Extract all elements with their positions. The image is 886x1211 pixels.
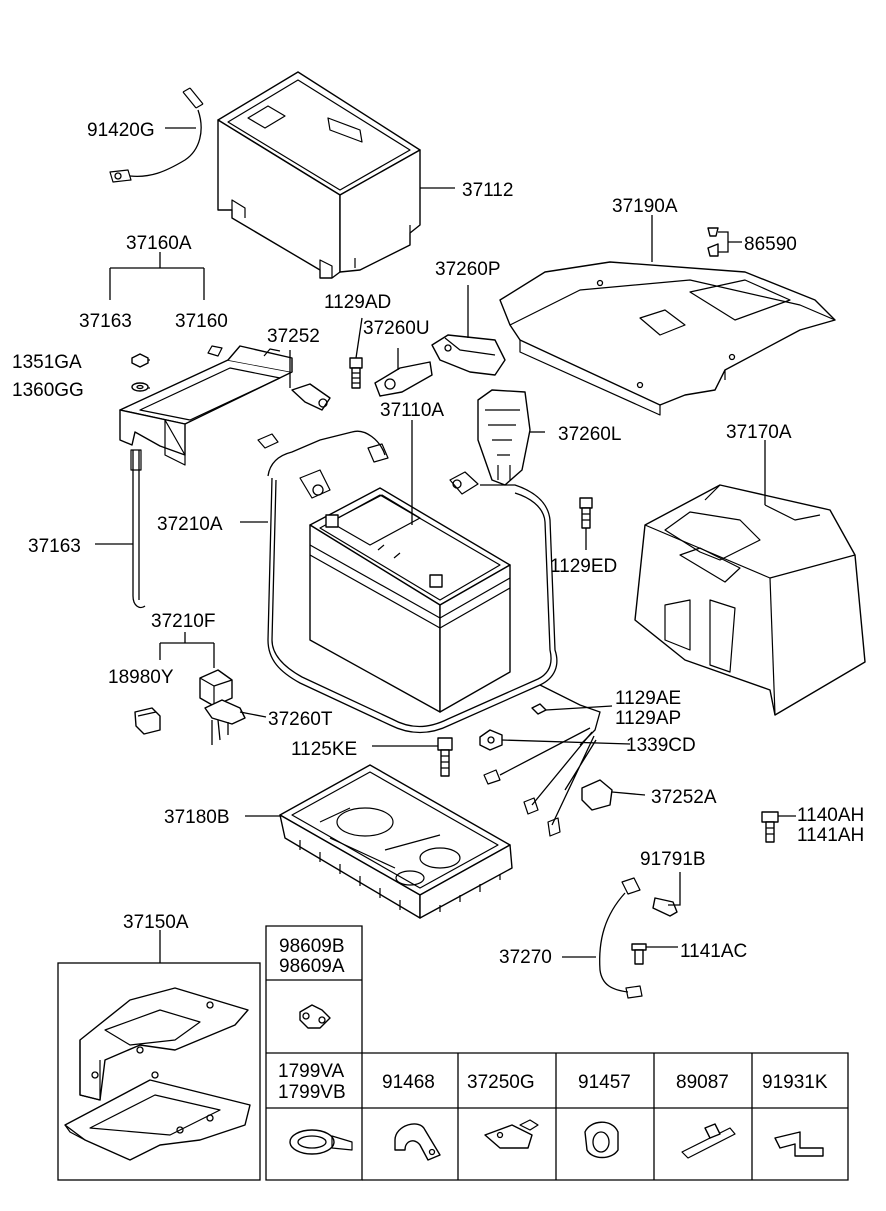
part-37163-hold-down-rod — [130, 449, 146, 609]
legend-labels: 98609B 98609A 1799VA 1799VB 91468 37250G… — [278, 936, 828, 1103]
part-18980Y-fuse — [134, 707, 161, 735]
part-37110A-battery — [309, 420, 511, 713]
legend-91457: 91457 — [578, 1072, 631, 1093]
part-1129ED-bolt — [579, 497, 593, 550]
label-37260P: 37260P — [435, 259, 501, 280]
tie-89087-icon — [681, 1123, 736, 1159]
part-91791B-bolt — [652, 872, 681, 917]
label-1129AD: 1129AD — [324, 292, 391, 313]
legend-91931K: 91931K — [762, 1072, 828, 1093]
part-37210A-wiring-harness — [240, 430, 601, 746]
part-1351GA-nut — [131, 353, 149, 368]
label-37210A: 37210A — [157, 514, 223, 535]
bracket-91931K-icon — [774, 1131, 824, 1157]
label-1125KE: 1125KE — [291, 739, 357, 760]
legend-89087: 89087 — [676, 1072, 729, 1093]
part-37270-ground-cable — [562, 877, 643, 999]
part-wire-leads — [483, 727, 597, 837]
part-37112-battery-cover — [217, 71, 421, 279]
clamp-91468-icon — [394, 1123, 441, 1161]
part-1141AC-bolt — [631, 943, 678, 965]
label-37170A: 37170A — [726, 422, 792, 443]
part-1339CD-nut — [479, 729, 631, 751]
part-37252-terminal — [291, 383, 331, 411]
part-37260P-terminal-cover — [431, 285, 506, 376]
label-37150A: 37150A — [123, 912, 189, 933]
label-37252: 37252 — [267, 326, 320, 347]
label-1141AH: 1141AH — [797, 825, 864, 846]
part-37180B-battery-tray — [245, 764, 513, 919]
label-1351GA: 1351GA — [12, 352, 82, 373]
label-37112: 37112 — [462, 180, 513, 201]
label-37160: 37160 — [175, 311, 228, 332]
label-37163-rod: 37163 — [28, 536, 81, 557]
legend-table — [265, 925, 849, 1181]
part-86590-clips — [707, 227, 742, 257]
label-1129AE: 1129AE — [615, 688, 681, 709]
legend-1799VA: 1799VA — [278, 1061, 345, 1082]
label-1129ED: 1129ED — [550, 556, 617, 577]
label-91420G: 91420G — [87, 120, 155, 141]
part-37252A-terminal-boot — [581, 779, 646, 811]
label-37270: 37270 — [499, 947, 552, 968]
part-37210F-relay-harness — [159, 632, 267, 745]
part-1360GG-washer — [131, 382, 149, 392]
legend-1799VB: 1799VB — [278, 1082, 346, 1103]
part-1129AE-screw — [531, 703, 613, 715]
clip-91457-icon — [584, 1121, 619, 1159]
label-18980Y: 18980Y — [108, 667, 174, 688]
clamp-1799VA-icon — [289, 1129, 353, 1155]
label-37252A: 37252A — [651, 787, 717, 808]
label-1140AH: 1140AH — [797, 805, 864, 826]
label-1360GG: 1360GG — [12, 380, 84, 401]
part-37160A-battery-clamp — [109, 252, 293, 466]
part-1125KE-bolt — [372, 737, 453, 777]
clip-98609-icon — [299, 1004, 331, 1029]
label-37110A: 37110A — [380, 400, 444, 421]
legend-98609B: 98609B — [279, 936, 345, 957]
box-37150A — [57, 962, 261, 1181]
legend-37250G: 37250G — [467, 1072, 535, 1093]
label-91791B: 91791B — [640, 849, 706, 870]
label-37210F: 37210F — [151, 611, 215, 632]
part-1140AH-bolt — [761, 811, 796, 843]
label-1339CD: 1339CD — [626, 735, 696, 756]
label-1129AP: 1129AP — [615, 708, 681, 729]
label-37180B: 37180B — [164, 807, 230, 828]
label-1141AC: 1141AC — [680, 941, 747, 962]
label-37260U: 37260U — [363, 318, 430, 339]
label-37163-top: 37163 — [79, 311, 132, 332]
label-37190A: 37190A — [612, 196, 678, 217]
part-37170A-insulation-pad — [634, 440, 866, 716]
leader-lines — [95, 127, 653, 545]
label-37260L: 37260L — [558, 424, 621, 445]
part-labels: 91420G 37112 37190A 86590 37160A 37260P … — [12, 120, 864, 968]
part-37150A-bracket — [64, 987, 251, 1161]
part-37260U-terminal-cover — [374, 348, 433, 397]
bracket-37250G-icon — [484, 1119, 539, 1149]
label-86590: 86590 — [744, 234, 797, 255]
part-37190A-tray-cover — [499, 261, 836, 416]
part-91420G-ground-strap — [109, 87, 204, 183]
part-37260L-fuse-block — [477, 389, 545, 486]
label-37160A: 37160A — [126, 233, 192, 254]
part-1129AD-bolt — [349, 357, 363, 389]
label-37260T: 37260T — [268, 709, 333, 730]
legend-91468: 91468 — [382, 1072, 435, 1093]
legend-98609A: 98609A — [279, 956, 345, 977]
